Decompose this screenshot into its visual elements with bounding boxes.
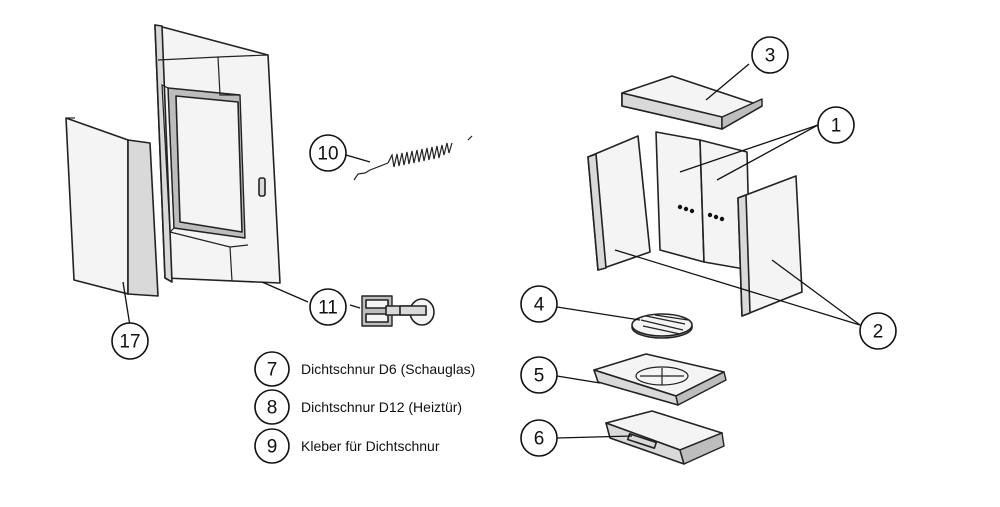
callout-11-label: 11 [318,298,338,319]
callout-3: 3 [751,36,789,74]
part-6-ash-drawer [605,410,725,465]
callout-2: 2 [859,312,897,350]
legend-item-8: 8 Dichtschnur D12 (Heiztür) [254,389,462,425]
legend-item-7: 7 Dichtschnur D6 (Schauglas) [254,351,475,387]
callout-1-label: 1 [831,116,842,137]
callout-10: 10 [309,134,347,172]
leader-lines [122,63,861,439]
callout-6-label: 6 [534,429,545,450]
callout-11: 11 [309,288,347,326]
callout-5: 5 [520,356,558,394]
legend-item-8-text: Dichtschnur D12 (Heiztür) [301,399,462,415]
legend-item-9-number: 9 [267,437,278,458]
callout-17-label: 17 [119,332,140,353]
callout-3-label: 3 [765,46,776,67]
legend-item-9-text: Kleber für Dichtschnur [301,438,440,454]
callout-2-label: 2 [873,322,884,343]
callout-4-label: 4 [534,295,545,316]
callout-6: 6 [520,419,558,457]
callout-1: 1 [817,106,855,144]
part-4-grate [631,313,693,339]
part-10-spring [353,135,473,181]
part-11-latch [361,295,435,327]
door-frame-housing [154,24,281,284]
callout-4: 4 [520,285,558,323]
callout-5-label: 5 [534,366,545,387]
callout-10-label: 10 [317,144,338,165]
part-17-side-panel [65,117,159,297]
part-2-side-bricks [587,135,803,317]
part-3-top-brick [621,75,763,130]
legend-item-7-number: 7 [267,360,278,381]
legend-item-8-number: 8 [267,398,278,419]
legend-item-9: 9 Kleber für Dichtschnur [254,428,440,464]
callout-17: 17 [111,322,149,360]
part-1-rear-bricks [655,131,751,271]
legend-item-7-text: Dichtschnur D6 (Schauglas) [301,361,475,377]
part-5-grate-tray [593,353,727,406]
